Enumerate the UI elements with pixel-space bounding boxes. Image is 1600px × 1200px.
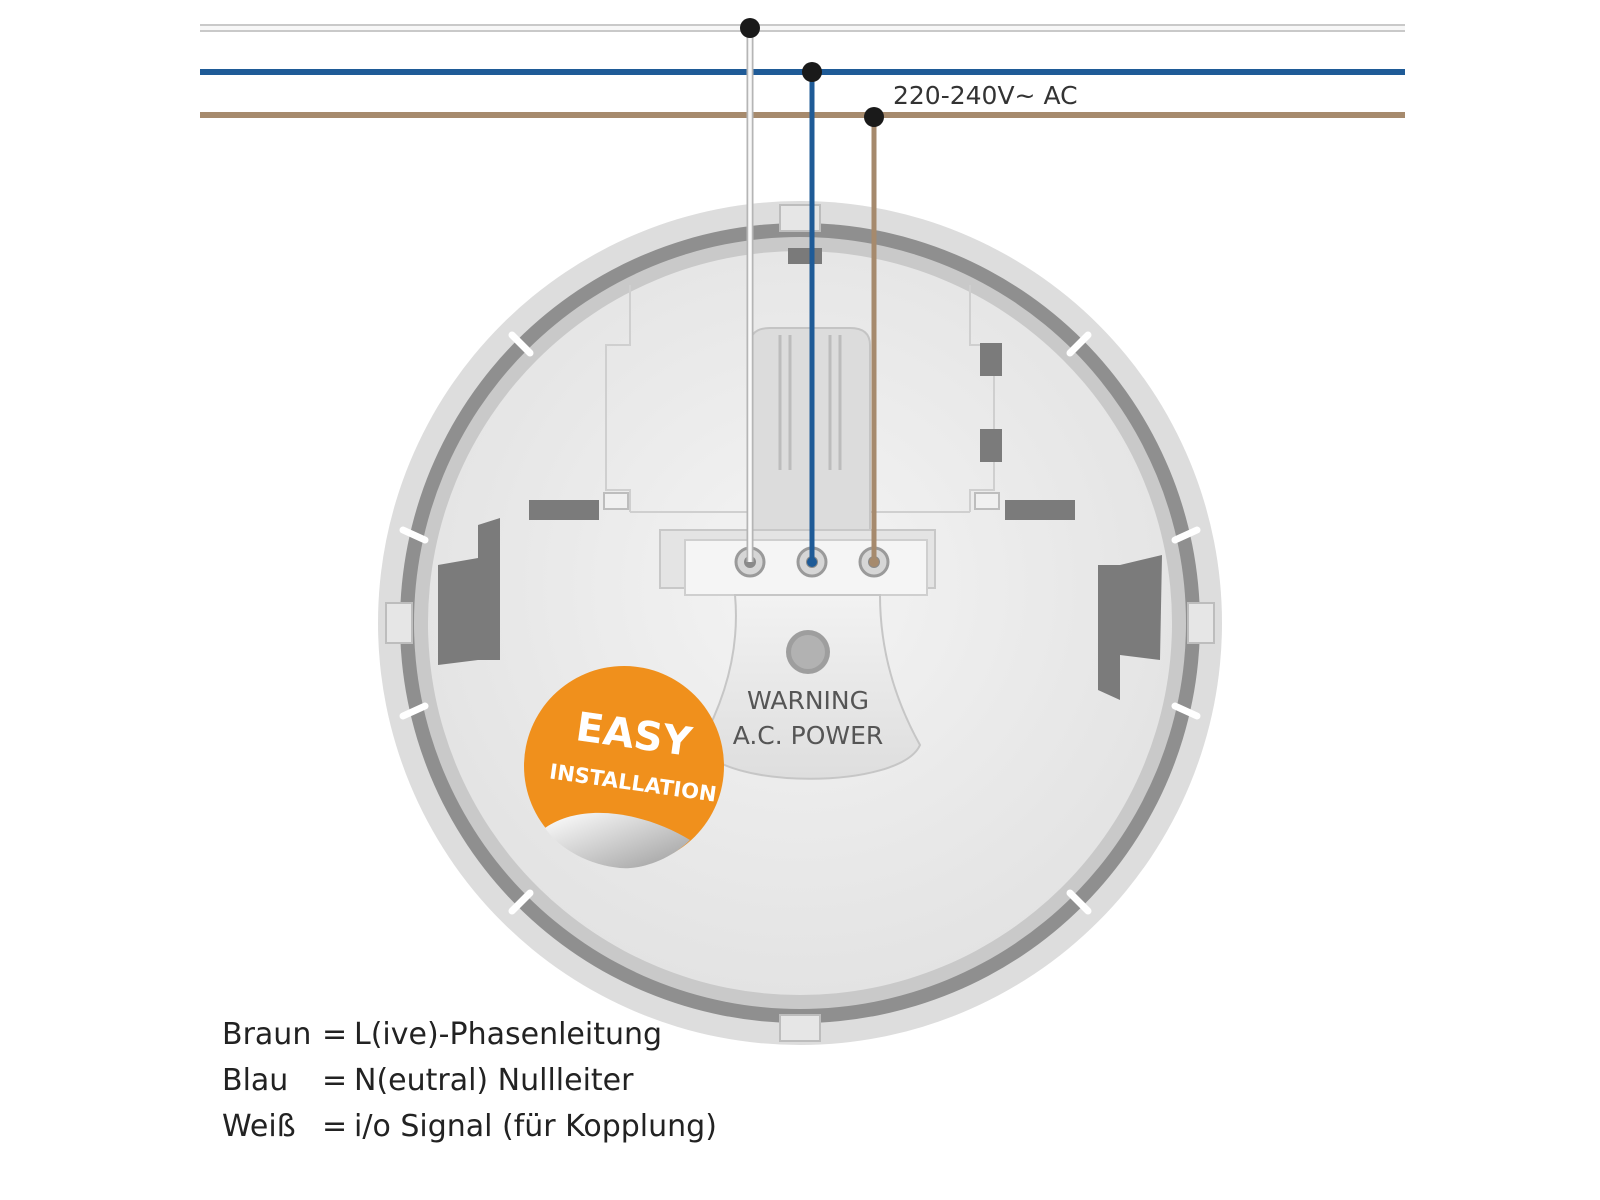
legend-color-name: Weiß: [222, 1109, 296, 1144]
legend-row-blue: Blau = N(eutral) Nullleiter: [222, 1058, 717, 1104]
legend-meaning: L(ive)-Phasenleitung: [354, 1017, 663, 1052]
legend-row-white: Weiß = i/o Signal (für Kopplung): [222, 1104, 717, 1150]
legend-equals: =: [322, 1017, 348, 1052]
legend-color-name: Braun: [222, 1017, 312, 1052]
legend-meaning: i/o Signal (für Kopplung): [354, 1109, 717, 1144]
ac-power-label: A.C. POWER: [733, 721, 884, 750]
legend-equals: =: [322, 1109, 348, 1144]
badge-curl: [545, 812, 690, 869]
legend-meaning: N(eutral) Nullleiter: [354, 1063, 634, 1098]
legend-equals: =: [322, 1063, 348, 1098]
voltage-label: 220-240V~ AC: [893, 81, 1078, 110]
easy-installation-badge: EASY INSTALLATION: [524, 666, 724, 869]
warning-label: WARNING: [747, 686, 869, 715]
blue-junction-dot: [802, 62, 822, 82]
drop-wires: [740, 18, 884, 567]
legend-row-brown: Braun = L(ive)-Phasenleitung: [222, 1012, 717, 1058]
wire-color-legend: Braun = L(ive)-Phasenleitung Blau = N(eu…: [222, 1012, 717, 1150]
terminal-tongue: [698, 594, 922, 780]
brown-junction-dot: [864, 107, 884, 127]
mounting-clips: [438, 343, 1162, 700]
legend-color-name: Blau: [222, 1063, 289, 1098]
white-junction-dot: [740, 18, 760, 38]
